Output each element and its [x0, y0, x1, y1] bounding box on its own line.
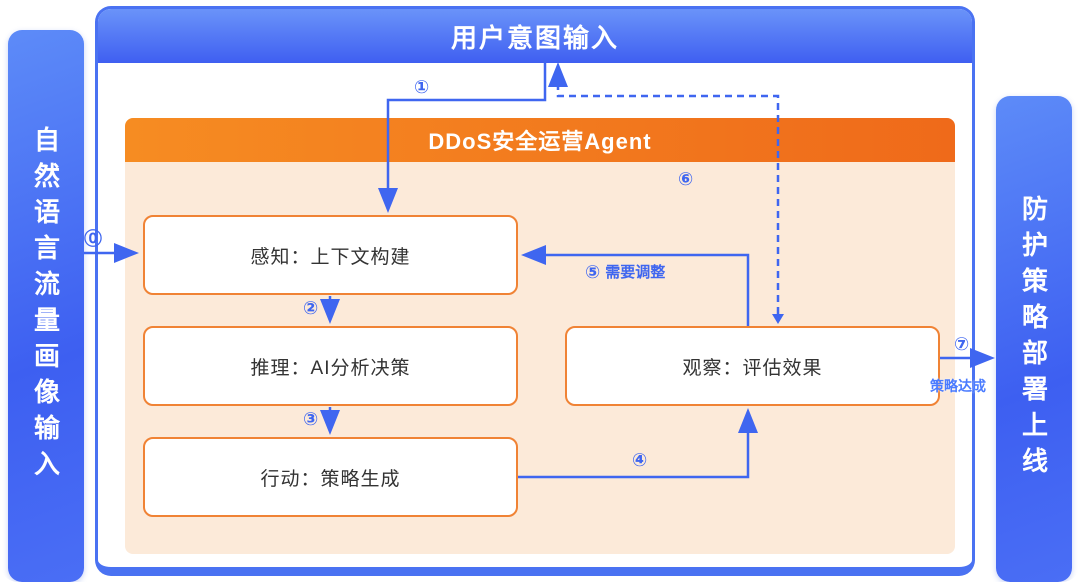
- user-intent-title: 用户意图输入: [450, 22, 619, 53]
- achieved-label: 策略达成: [930, 378, 986, 394]
- node-reason: 推理：AI分析决策: [143, 326, 518, 406]
- agent-header: DDoS安全运营Agent: [125, 118, 955, 162]
- node-observe-label: 观察：评估效果: [682, 357, 823, 379]
- node-reason-label: 推理：AI分析决策: [250, 357, 411, 379]
- output-rail: 防护策略部署上线: [996, 96, 1072, 582]
- step-1-badge: ①: [414, 77, 430, 97]
- node-act: 行动：策略生成: [143, 437, 518, 517]
- input-rail-label: 自然语言流量画像输入: [30, 126, 61, 486]
- adjust-label: 需要调整: [605, 264, 666, 281]
- user-intent-banner: 用户意图输入: [98, 9, 972, 63]
- node-observe: 观察：评估效果: [565, 326, 940, 406]
- input-rail: 自然语言流量画像输入: [8, 30, 84, 582]
- step-4-badge: ④: [632, 450, 648, 470]
- step-6-badge: ⑥: [678, 169, 694, 189]
- step-7-badge: ⑦: [954, 334, 970, 354]
- output-rail-label: 防护策略部署上线: [1018, 195, 1049, 483]
- step-2-badge: ②: [303, 298, 319, 318]
- step-5-badge: ⑤: [585, 261, 601, 282]
- node-act-label: 行动：策略生成: [260, 468, 401, 490]
- adjust-flow-label: ⑤ 需要调整: [585, 261, 665, 282]
- node-perceive-label: 感知：上下文构建: [250, 246, 411, 268]
- step-3-badge: ③: [303, 409, 319, 429]
- node-perceive: 感知：上下文构建: [143, 215, 518, 295]
- step-0-badge: ⓪: [84, 229, 102, 249]
- agent-title: DDoS安全运营Agent: [428, 129, 652, 154]
